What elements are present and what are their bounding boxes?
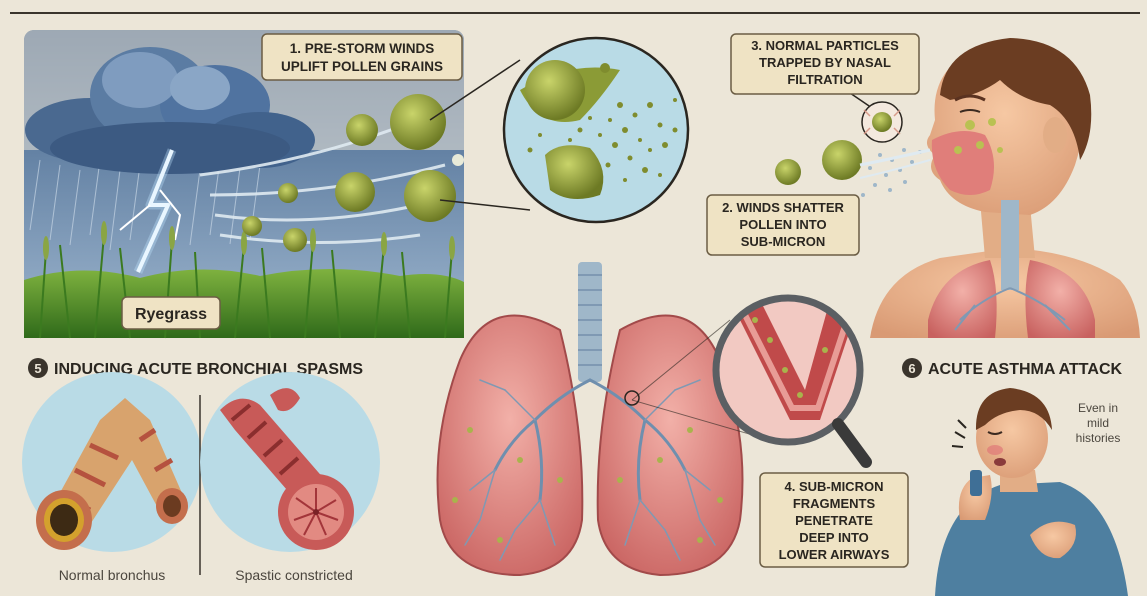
step6-heading: 6 ACUTE ASTHMA ATTACK (902, 358, 1122, 378)
ryegrass-label: Ryegrass (122, 297, 220, 329)
step2-line1: 2. WINDS SHATTER (722, 200, 844, 215)
step1-line2: UPLIFT POLLEN GRAINS (281, 59, 443, 74)
step4-line5: LOWER AIRWAYS (779, 547, 890, 562)
step3-line2: TRAPPED BY NASAL (759, 55, 891, 70)
step3-label: 3. NORMAL PARTICLES TRAPPED BY NASAL FIL… (731, 34, 919, 94)
step2-line2: POLLEN INTO (739, 217, 826, 232)
pollen-icon (335, 172, 375, 212)
pollen-icon (283, 228, 307, 252)
note-line3: histories (1076, 431, 1121, 445)
step4-line1: 4. SUB-MICRON (785, 479, 884, 494)
pollen-icon (390, 94, 446, 150)
pollen-icon (346, 114, 378, 146)
inhaler-icon (970, 470, 982, 496)
step5-number: 5 (34, 361, 41, 376)
step4-line3: PENETRATE (795, 513, 873, 528)
spastic-constricted-caption: Spastic constricted (235, 567, 353, 583)
step3-line1: 3. NORMAL PARTICLES (751, 38, 899, 53)
step6-number: 6 (908, 361, 915, 376)
shattered-pollen-zoom (504, 38, 688, 222)
note-line2: mild (1087, 416, 1109, 430)
pollen-icon (278, 183, 298, 203)
ryegrass-text: Ryegrass (135, 306, 207, 323)
step4-line2: FRAGMENTS (793, 496, 876, 511)
pollen-icon (822, 140, 862, 180)
pollen-icon (242, 216, 262, 236)
step2-line3: SUB-MICRON (741, 234, 826, 249)
step1-label: 1. PRE-STORM WINDS UPLIFT POLLEN GRAINS (262, 34, 462, 80)
step3-line3: FILTRATION (787, 72, 862, 87)
step6-title: ACUTE ASTHMA ATTACK (928, 361, 1122, 378)
trachea (1001, 200, 1019, 290)
pollen-icon (775, 159, 801, 185)
step1-line1: 1. PRE-STORM WINDS (290, 41, 435, 56)
pollen-icon (404, 170, 456, 222)
pollen-icon (452, 154, 464, 166)
note-line1: Even in (1078, 401, 1118, 415)
step2-label: 2. WINDS SHATTER POLLEN INTO SUB-MICRON (707, 195, 859, 255)
step4-label: 4. SUB-MICRON FRAGMENTS PENETRATE DEEP I… (760, 473, 908, 567)
normal-bronchus-caption: Normal bronchus (59, 567, 166, 583)
step5-heading: 5 INDUCING ACUTE BRONCHIAL SPASMS (28, 358, 363, 378)
step4-line4: DEEP INTO (799, 530, 869, 545)
